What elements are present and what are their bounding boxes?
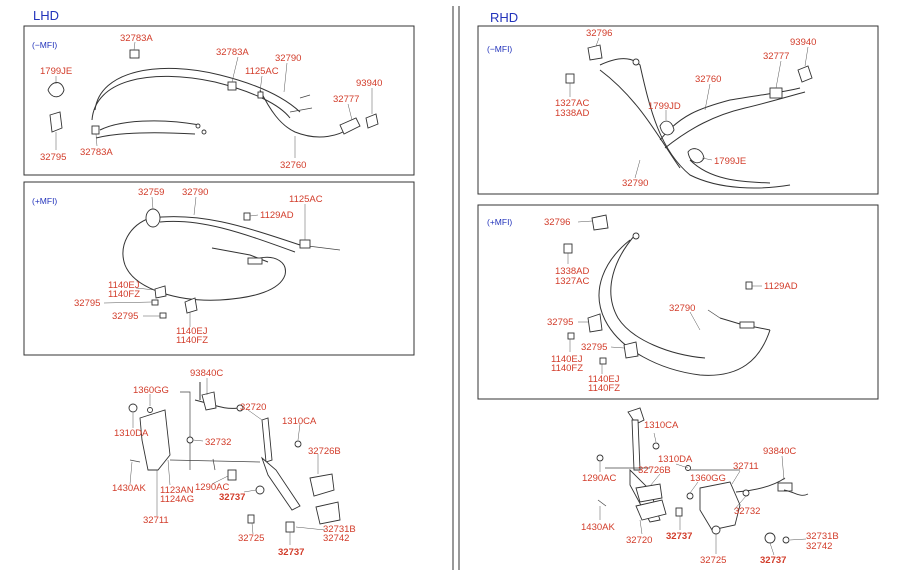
lhd-heading: LHD bbox=[33, 8, 59, 23]
part-label: 32796 bbox=[544, 217, 570, 228]
part-label: 1129AD bbox=[260, 210, 294, 221]
variant-label: (+MFI) bbox=[32, 196, 57, 206]
lhd-pedal-assembly: 93840C 1360GG 1310DA 32732 32720 1310CA … bbox=[112, 368, 356, 558]
part-label: 32720 bbox=[240, 402, 266, 413]
part-label: 32711 bbox=[143, 515, 169, 526]
part-label: 32777 bbox=[763, 51, 789, 62]
part-label: 32760 bbox=[695, 74, 721, 85]
part-label: 32731B bbox=[323, 524, 356, 535]
part-label: 32795 bbox=[112, 311, 138, 322]
part-label: 1123AN bbox=[160, 485, 194, 496]
part-label: 32783A bbox=[80, 147, 113, 158]
part-label: 1140EJ bbox=[588, 374, 620, 385]
part-label: 32795 bbox=[74, 298, 100, 309]
part-label: 1799JD bbox=[648, 101, 681, 112]
part-label: 32732 bbox=[734, 506, 760, 517]
lhd-plus-mfi-panel: (+MFI) 32759 32790 1125AC 1129AD 1140EJ … bbox=[23, 181, 415, 356]
rhd-pedal-assembly: 1310CA 1310DA 1290AC 32726B 1360GG 32711… bbox=[581, 407, 839, 566]
part-label: 32790 bbox=[622, 178, 648, 189]
part-label: 32732 bbox=[205, 437, 231, 448]
part-label: 1125AC bbox=[245, 66, 279, 77]
part-label: 32742 bbox=[806, 541, 832, 552]
rhd-plus-mfi-panel: (+MFI) 32796 1338AD 1327AC 1129AD 32790 … bbox=[477, 204, 879, 400]
part-label: 1327AC bbox=[555, 276, 589, 287]
part-label: 1140EJ bbox=[108, 280, 140, 291]
part-label: 1140FZ bbox=[588, 383, 620, 394]
part-label: 1799JE bbox=[40, 66, 72, 77]
part-label: 1124AG bbox=[160, 494, 194, 505]
variant-label: (−MFI) bbox=[487, 44, 512, 54]
part-label: 1290AC bbox=[195, 482, 229, 493]
part-label: 32726B bbox=[308, 446, 341, 457]
part-label: 1140EJ bbox=[551, 354, 583, 365]
part-label: 32731B bbox=[806, 531, 839, 542]
part-label: 1129AD bbox=[764, 281, 798, 292]
part-label: 1140EJ bbox=[176, 326, 208, 337]
part-label: 1360GG bbox=[133, 385, 169, 396]
part-label: 1799JE bbox=[714, 156, 746, 167]
lhd-minus-mfi-panel: (−MFI) 32783A 32783A 32790 11 bbox=[23, 25, 415, 176]
part-label: 1327AC bbox=[555, 98, 589, 109]
part-label: 32760 bbox=[280, 160, 306, 171]
rhd-heading: RHD bbox=[490, 10, 518, 25]
part-label: 1430AK bbox=[112, 483, 146, 494]
part-label: 1310CA bbox=[644, 420, 679, 431]
part-label: 1338AD bbox=[555, 108, 589, 119]
part-label: 1338AD bbox=[555, 266, 589, 277]
part-label: 32726B bbox=[638, 465, 671, 476]
part-label: 1140FZ bbox=[108, 289, 140, 300]
part-label: 1310DA bbox=[658, 454, 693, 465]
part-label: 93940 bbox=[790, 37, 816, 48]
variant-label: (−MFI) bbox=[32, 40, 57, 50]
part-label: 32737 bbox=[666, 531, 692, 542]
rhd-minus-mfi-panel: (−MFI) 32796 93940 32777 32760 1327AC 13… bbox=[477, 25, 879, 195]
part-label: 32777 bbox=[333, 94, 359, 105]
part-label: 32725 bbox=[700, 555, 726, 566]
part-label: 1310CA bbox=[282, 416, 317, 427]
part-label: 32790 bbox=[182, 187, 208, 198]
part-label: 32795 bbox=[40, 152, 66, 163]
part-label: 1360GG bbox=[690, 473, 726, 484]
part-label: 32783A bbox=[120, 33, 153, 44]
part-label: 32737 bbox=[278, 547, 304, 558]
part-label: 1430AK bbox=[581, 522, 615, 533]
part-label: 93840C bbox=[763, 446, 796, 457]
part-label: 32742 bbox=[323, 533, 349, 544]
part-label: 1310DA bbox=[114, 428, 149, 439]
part-label: 32720 bbox=[626, 535, 652, 546]
part-label: 1140FZ bbox=[551, 363, 583, 374]
part-label: 32725 bbox=[238, 533, 264, 544]
part-label: 32796 bbox=[586, 28, 612, 39]
part-label: 32711 bbox=[733, 461, 759, 472]
part-label: 32795 bbox=[581, 342, 607, 353]
part-label: 32783A bbox=[216, 47, 249, 58]
part-label: 32737 bbox=[219, 492, 245, 503]
part-label: 32737 bbox=[760, 555, 786, 566]
part-label: 93840C bbox=[190, 368, 223, 379]
part-label: 1140FZ bbox=[176, 335, 208, 346]
variant-label: (+MFI) bbox=[487, 217, 512, 227]
part-label: 32795 bbox=[547, 317, 573, 328]
part-label: 32790 bbox=[669, 303, 695, 314]
part-label: 1125AC bbox=[289, 194, 323, 205]
part-label: 32790 bbox=[275, 53, 301, 64]
part-label: 93940 bbox=[356, 78, 382, 89]
part-label: 32759 bbox=[138, 187, 164, 198]
part-label: 1290AC bbox=[582, 473, 616, 484]
